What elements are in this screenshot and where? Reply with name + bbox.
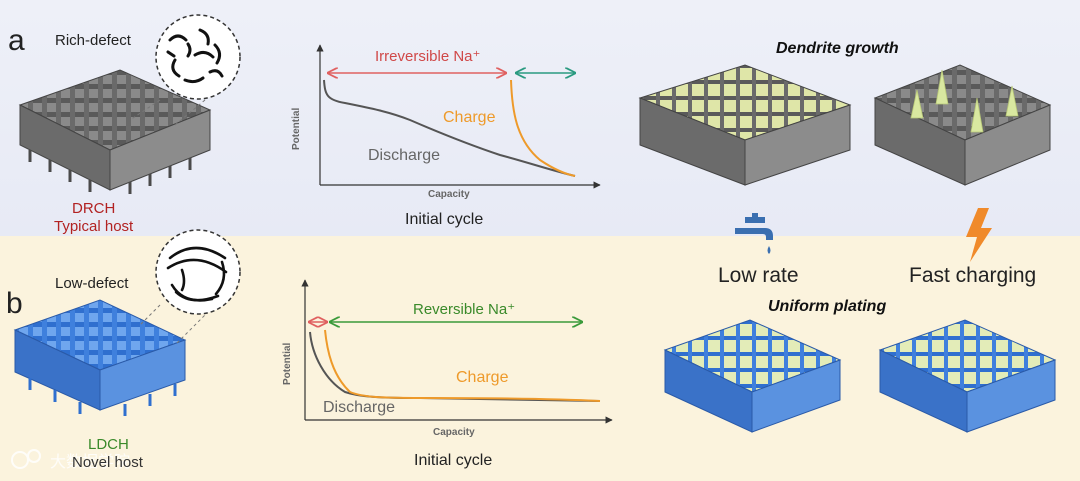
chart-a	[316, 44, 601, 189]
dendrite-plated-block	[638, 64, 852, 186]
ldch-host-block	[13, 299, 187, 416]
dendrite-spike	[970, 97, 984, 133]
dendrite-spike	[935, 69, 949, 105]
lightning-icon	[966, 208, 992, 262]
chart-a-ylabel: Potential	[291, 107, 302, 150]
drch-host-type: Typical host	[54, 218, 134, 235]
chart-a-discharge-label: Discharge	[368, 147, 441, 164]
ldch-name: LDCH	[88, 436, 129, 453]
faucet-icon	[735, 213, 773, 254]
low-rate-label: Low rate	[718, 264, 799, 287]
chart-a-charge-label: Charge	[443, 109, 496, 126]
ldch-host-type: Novel host	[72, 454, 143, 471]
chart-a-charge-curve	[510, 79, 576, 177]
dendrite-spike	[1005, 85, 1019, 117]
chart-b	[301, 279, 613, 424]
dendrite-spike	[910, 89, 924, 119]
chart-a-discharge-curve	[323, 79, 576, 177]
uniform-plating-block-1	[663, 319, 842, 433]
dendrite-growth-heading: Dendrite growth	[776, 40, 899, 57]
low-defect-label: Low-defect	[55, 275, 129, 292]
fast-charging-label: Fast charging	[909, 264, 1037, 287]
chart-a-arrow-label: Irreversible Na⁺	[375, 48, 481, 65]
panel-a-letter: a	[8, 24, 25, 57]
low-defect-zoom-circle	[139, 229, 241, 346]
uniform-plating-heading: Uniform plating	[768, 298, 887, 315]
drch-name: DRCH	[72, 200, 116, 217]
chart-b-arrow-label: Reversible Na⁺	[413, 301, 516, 318]
chart-a-caption: Initial cycle	[405, 211, 484, 228]
dendrite-growth-block	[873, 64, 1052, 186]
rich-defect-zoom-circle	[129, 14, 241, 126]
chart-a-xlabel: Capacity	[428, 189, 470, 200]
watermark-logo: 大数据学院	[11, 449, 130, 471]
panel-b-letter: b	[6, 287, 23, 320]
chart-b-charge-curve	[324, 329, 601, 402]
watermark-text: 大数据学院	[50, 452, 130, 471]
chart-b-caption: Initial cycle	[414, 452, 493, 469]
uniform-plating-block-2	[878, 319, 1057, 433]
chart-b-discharge-curve	[309, 331, 601, 402]
chart-b-discharge-label: Discharge	[323, 399, 396, 416]
chart-b-xlabel: Capacity	[433, 427, 475, 438]
chart-b-charge-label: Charge	[456, 369, 509, 386]
chart-b-ylabel: Potential	[282, 342, 293, 385]
rich-defect-label: Rich-defect	[55, 32, 131, 49]
